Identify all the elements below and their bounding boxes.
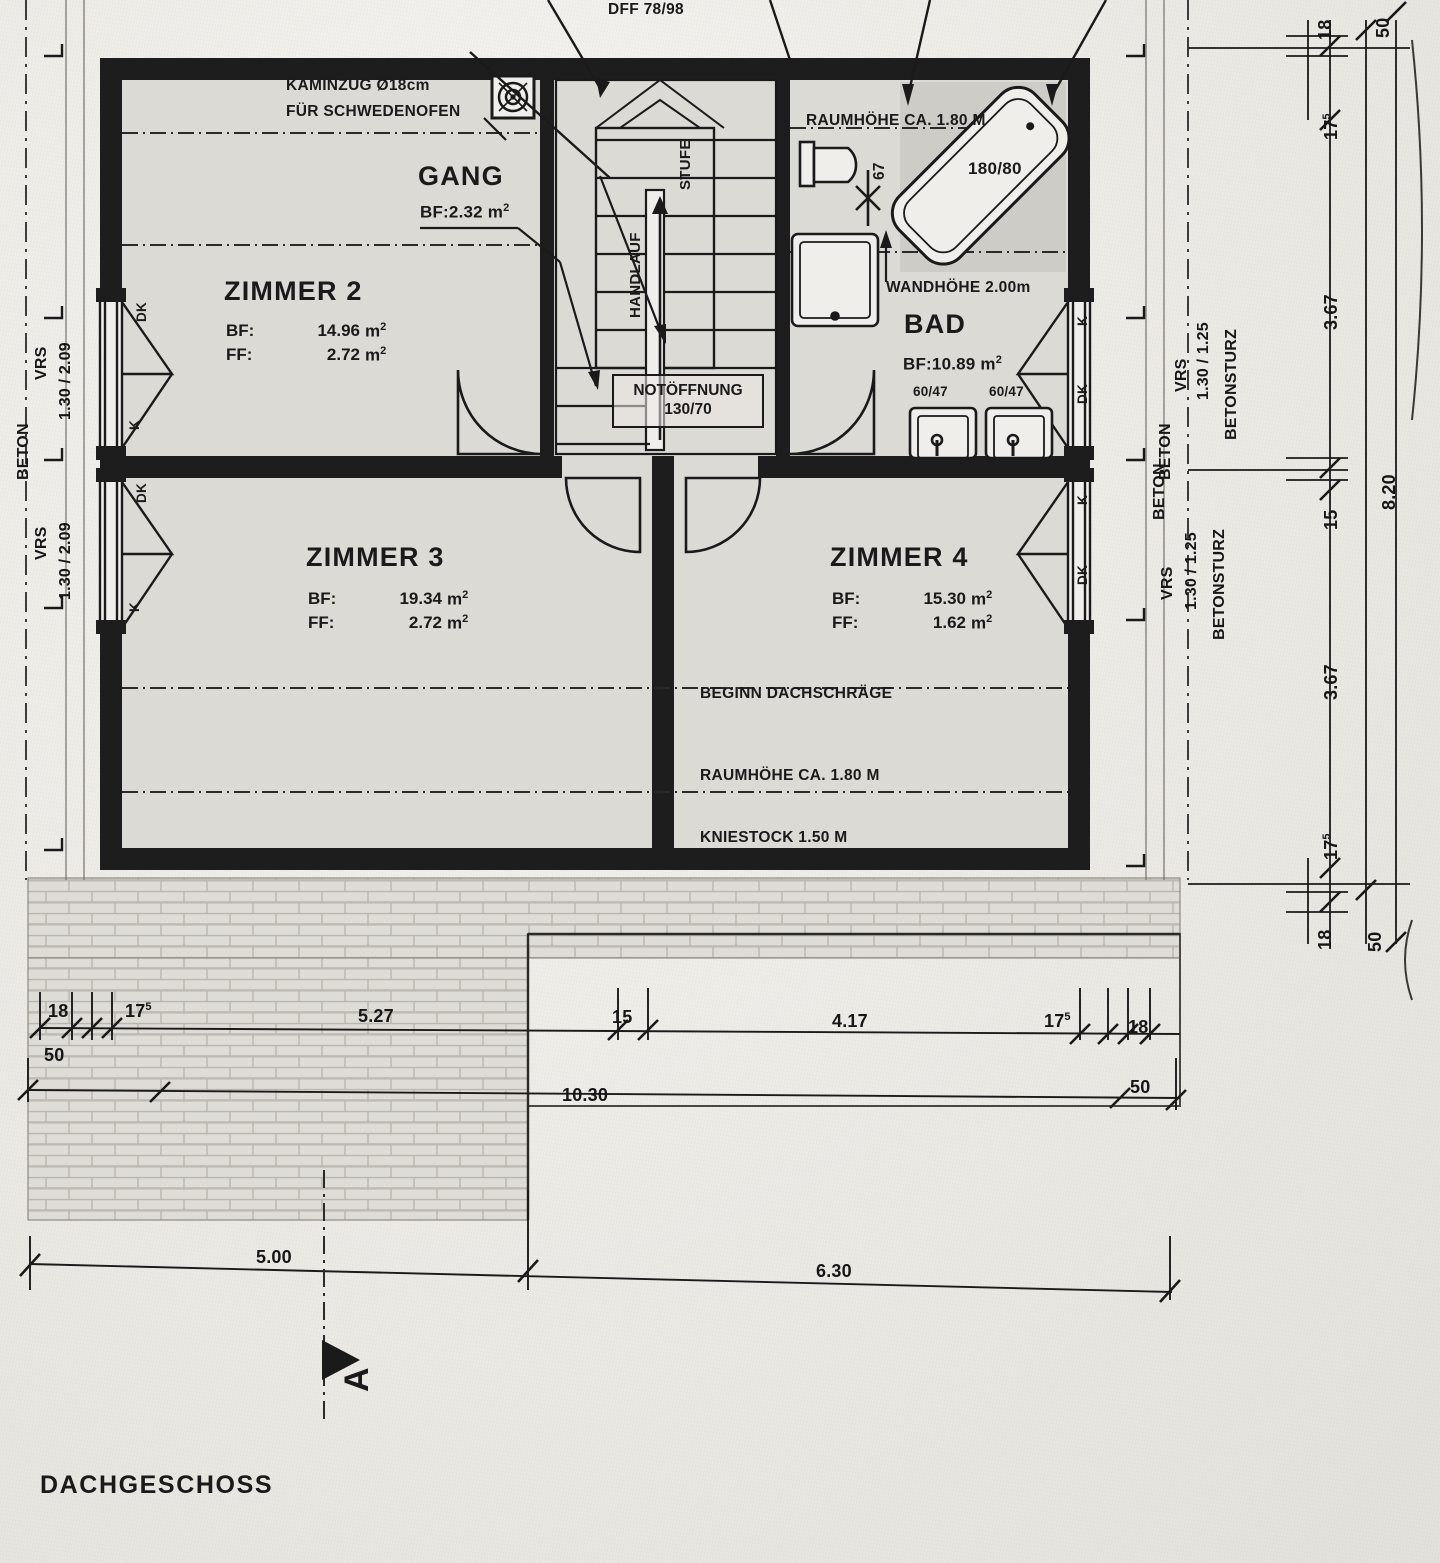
emergency-opening-size: 130/70	[664, 401, 712, 419]
dimension-right-18-top: 18	[1315, 19, 1335, 40]
dimension-overall-630: 6.30	[816, 1261, 852, 1281]
room-label-zimmer-3: ZIMMER 3	[306, 542, 445, 572]
dimension-right-175-bottom: 175	[1321, 833, 1341, 860]
window-mark-dk-right-upper: DK	[1075, 384, 1090, 404]
label-room-height: RAUMHÖHE CA. 1.80 M	[700, 767, 880, 784]
label-stair-handrail: HANDLAUF	[627, 232, 644, 318]
emergency-opening-note: NOTÖFFNUNG 130/70	[612, 374, 764, 428]
label-chimney-line1: KAMINZUG Ø18cm	[286, 77, 430, 94]
label-sink-left-size: 60/47	[913, 384, 948, 399]
label-chimney-line2: FÜR SCHWEDENOFEN	[286, 103, 461, 120]
window-mark-dk-left-upper: DK	[134, 302, 149, 322]
label-right-size-lower: 1.30 / 1.25	[1183, 532, 1200, 610]
label-stair-step: STUFE	[677, 139, 694, 190]
label-left-beton: BETON	[15, 423, 32, 480]
label-right-vrs-upper: VRS	[1173, 358, 1190, 393]
dimension-bottom-18-left: 18	[48, 1001, 69, 1021]
dimension-bottom-18-right: 18	[1128, 1017, 1149, 1037]
label-knee-wall: KNIESTOCK 1.50 M	[700, 829, 848, 846]
room-area-bad: BF:10.89 m2	[903, 354, 1003, 374]
label-left-size-upper: 1.30 / 2.09	[57, 342, 74, 420]
label-roof-slope-start: BEGINN DACHSCHRÄGE	[700, 685, 893, 702]
dimension-bottom-175-right: 175	[1044, 1011, 1071, 1031]
dimension-bottom-417: 4.17	[832, 1011, 868, 1031]
window-mark-k-left-lower: K	[127, 602, 142, 612]
label-right-betonsturz-upper: BETONSTURZ	[1223, 328, 1240, 440]
window-mark-k-right-lower: K	[1075, 495, 1090, 505]
label-left-size-lower: 1.30 / 2.09	[57, 522, 74, 600]
dimension-bottom-527: 5.27	[358, 1006, 394, 1026]
dimension-bottom-50-left: 50	[44, 1045, 65, 1065]
emergency-opening-label: NOTÖFFNUNG	[633, 382, 743, 399]
dimension-right-50-top: 50	[1373, 17, 1393, 38]
label-right-betonsturz-lower: BETONSTURZ	[1211, 528, 1228, 640]
label-sink-right-size: 60/47	[989, 384, 1024, 399]
label-left-vrs-lower: VRS	[33, 526, 50, 561]
dimension-right-overall-820: 8.20	[1379, 474, 1399, 510]
dimension-bottom-15: 15	[612, 1007, 633, 1027]
label-right-vrs-lower: VRS	[1159, 566, 1176, 601]
label-room-height-bath: RAUMHÖHE CA. 1.80 M	[806, 112, 986, 129]
label-bathtub-size: 180/80	[968, 159, 1022, 178]
dimension-right-18-bottom: 18	[1315, 929, 1335, 950]
dimension-bottom-overall-1030: 10.30	[562, 1085, 609, 1105]
room-label-zimmer-2: ZIMMER 2	[224, 276, 363, 306]
label-left-vrs-upper: VRS	[33, 346, 50, 381]
dimension-right-367-top: 3.67	[1321, 294, 1341, 330]
window-mark-dk-right-lower: DK	[1075, 565, 1090, 585]
label-toilet-dimension: 67	[871, 162, 888, 180]
dimension-right-367-bottom: 3.67	[1321, 664, 1341, 700]
room-label-bad: BAD	[904, 309, 967, 339]
dimension-bottom-175-left: 175	[125, 1001, 152, 1021]
window-mark-k-right-upper: K	[1075, 316, 1090, 326]
dimension-right-15: 15	[1321, 509, 1341, 530]
label-right-beton-lower: BETON	[1151, 463, 1168, 520]
window-mark-k-left-upper: K	[127, 420, 142, 430]
room-label-gang: GANG	[418, 161, 504, 191]
dimension-right-50-bottom: 50	[1365, 931, 1385, 952]
dimension-bottom-50-right: 50	[1130, 1077, 1151, 1097]
page-title: DACHGESCHOSS	[40, 1471, 274, 1499]
room-area-gang: BF:2.32 m2	[420, 202, 510, 222]
label-roof-window-top: DFF 78/98	[608, 1, 684, 18]
room-label-zimmer-4: ZIMMER 4	[830, 542, 969, 572]
label-right-size-upper: 1.30 / 1.25	[1195, 322, 1212, 400]
dimension-overall-500: 5.00	[256, 1247, 292, 1267]
window-mark-dk-left-lower: DK	[134, 483, 149, 503]
label-wall-height-bath: WANDHÖHE 2.00m	[886, 279, 1031, 296]
dimension-right-175-top: 175	[1321, 113, 1341, 140]
section-marker-label: A	[338, 1367, 376, 1392]
